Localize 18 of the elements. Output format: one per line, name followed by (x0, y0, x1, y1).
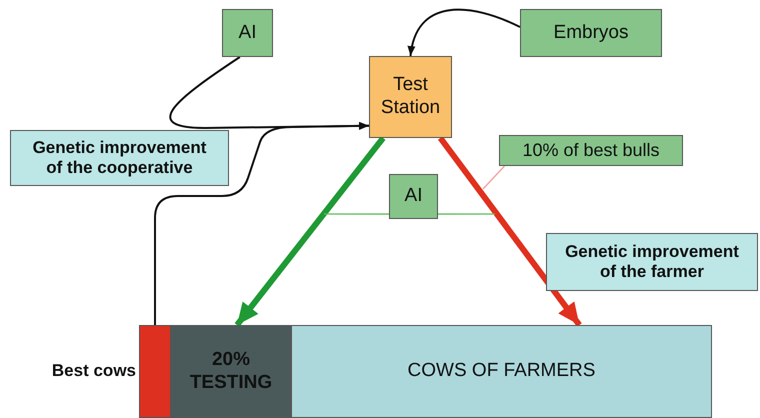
bar-caption: Best cows (52, 361, 136, 381)
note-box: Genetic improvement of the cooperative (10, 130, 229, 186)
arrow (408, 8, 520, 56)
leader-line (438, 213, 495, 215)
leader-line (482, 166, 505, 190)
arrow (438, 136, 582, 327)
process-box: Embryos (520, 9, 662, 57)
note-box: Genetic improvement of the farmer (546, 233, 758, 291)
leader-line (324, 213, 389, 215)
arrow (154, 122, 370, 325)
arrow (234, 136, 386, 327)
bar-segment (139, 325, 171, 418)
bar-segment: COWS OF FARMERS (291, 325, 712, 418)
callout-box: 10% of best bulls (499, 135, 683, 166)
bar-segment: 20% TESTING (171, 325, 291, 418)
process-box: AI (222, 9, 273, 57)
process-box: AI (389, 174, 438, 219)
process-box: Test Station (369, 56, 452, 138)
